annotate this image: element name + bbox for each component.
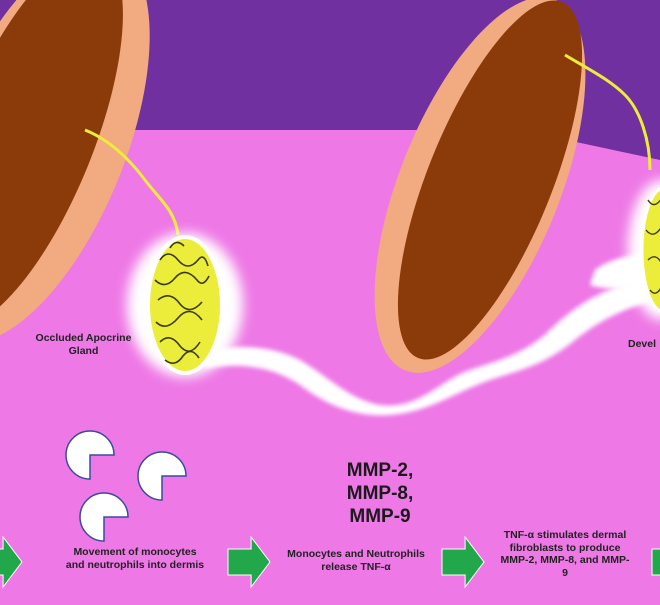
step-release: Monocytes and Neutrophils release TNF-α bbox=[276, 548, 436, 573]
right-gland-duct bbox=[564, 53, 652, 171]
step-release-line1: Monocytes and Neutrophils bbox=[287, 548, 425, 560]
arrow-right-icon bbox=[0, 535, 23, 589]
step-release-line2: release TNF-α bbox=[321, 560, 391, 573]
developing-label: Devel bbox=[628, 338, 660, 351]
mmp-9-label: MMP-9 bbox=[349, 505, 411, 527]
arrow-right-icon bbox=[227, 535, 271, 589]
right-hair-follicle bbox=[374, 0, 586, 373]
mmp-2-label: MMP-2, bbox=[346, 460, 414, 481]
step-movement-line1: Movement of monocytes bbox=[73, 546, 197, 558]
monocyte-icon bbox=[137, 451, 187, 501]
arrow-group bbox=[0, 535, 660, 589]
left-gland-duct bbox=[84, 128, 180, 236]
step-movement: Movement of monocytes and neutrophils in… bbox=[40, 546, 230, 571]
monocyte-group bbox=[65, 430, 187, 542]
left-hair-follicle bbox=[0, 0, 150, 343]
occluded-gland-label-line1: Occluded Apocrine bbox=[35, 332, 132, 344]
step-movement-line2: and neutrophils into dermis bbox=[65, 558, 205, 571]
developing-label-text: Devel bbox=[628, 338, 657, 350]
step-stimulates-line4: 9 bbox=[562, 566, 568, 579]
arrow-right-icon bbox=[651, 548, 660, 576]
step-stimulates-line1: TNF-α stimulates dermal bbox=[503, 529, 627, 541]
step-stimulates: TNF-α stimulates dermal fibroblasts to p… bbox=[495, 529, 635, 579]
arrow-right-icon bbox=[441, 535, 485, 589]
monocyte-icon bbox=[65, 430, 115, 480]
step-stimulates-line3: MMP-2, MMP-8, and MMP- bbox=[500, 554, 630, 567]
mmp-list: MMP-2, MMP-8, MMP-9 bbox=[330, 460, 430, 528]
developing-gland bbox=[628, 180, 660, 320]
step-stimulates-line2: fibroblasts to produce bbox=[509, 541, 621, 554]
occluded-gland-label-line2: Gland bbox=[68, 344, 99, 357]
mmp-8-label: MMP-8, bbox=[346, 482, 414, 504]
monocyte-icon bbox=[79, 492, 129, 542]
occluded-apocrine-gland bbox=[127, 233, 243, 377]
occluded-gland-label: Occluded Apocrine Gland bbox=[26, 332, 141, 357]
